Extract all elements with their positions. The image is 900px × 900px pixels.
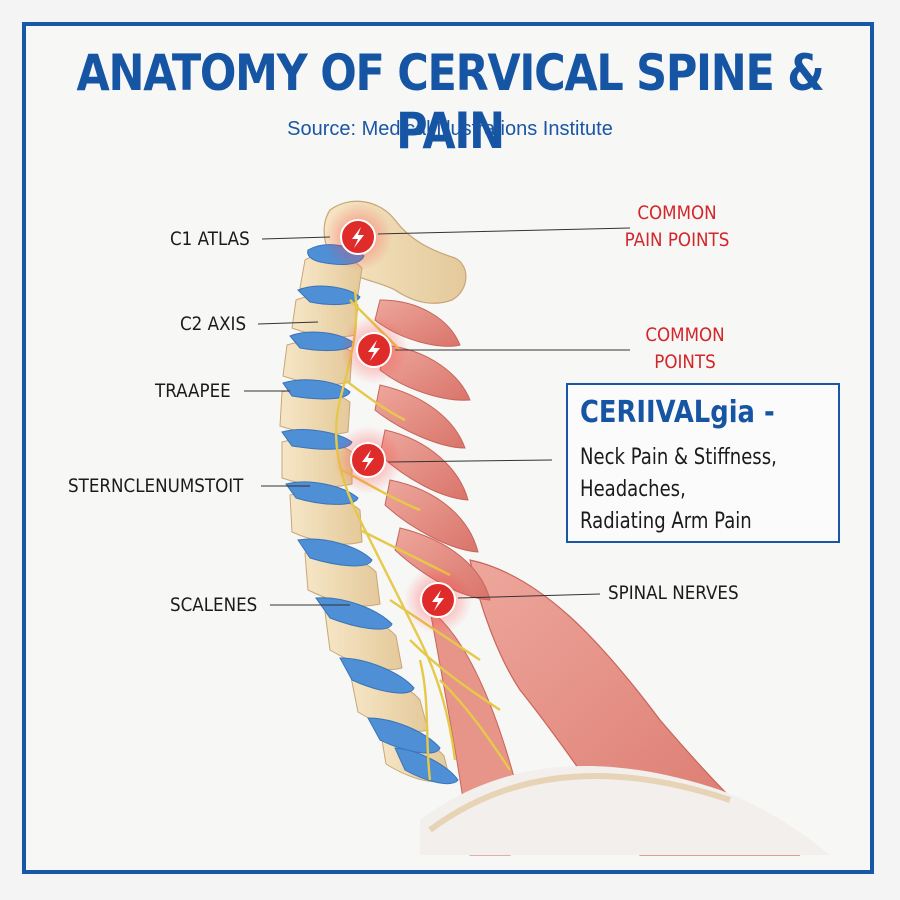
pain-marker (324, 203, 392, 271)
label-scalenes: SCALENES (170, 594, 258, 616)
pain-marker (334, 426, 402, 494)
callout-line: COMMON (637, 202, 717, 224)
pain-marker (404, 566, 472, 634)
callout-line: POINTS (654, 351, 716, 373)
label-sternclenumstoit: STERNCLENUMSTOIT (68, 475, 244, 497)
label-spinal-nerves: SPINAL NERVES (608, 582, 739, 604)
source-credit: Source: Medical Illustrations Institute (287, 118, 613, 140)
label-c2-axis: C2 AXIS (180, 313, 247, 335)
info-box-title: CERIIVALgia - (580, 395, 775, 430)
condition-info-box: CERIIVALgia - Neck Pain & Stiffness, Hea… (566, 383, 840, 543)
callout-line: COMMON (645, 324, 725, 346)
callout-pain-points-1: COMMON PAIN POINTS (620, 200, 734, 254)
symptom-line: Neck Pain & Stiffness, (580, 445, 777, 470)
label-traapee: TRAAPEE (155, 380, 231, 402)
collarbone (428, 773, 731, 833)
lightning-bolt-icon (362, 450, 374, 471)
lightning-bolt-icon (352, 227, 364, 248)
lightning-bolt-icon (368, 340, 380, 361)
lightning-bolt-icon (432, 590, 444, 611)
leader-lines (244, 227, 631, 606)
callout-pain-points-2: COMMON POINTS (637, 322, 734, 376)
symptom-line: Radiating Arm Pain (580, 509, 752, 534)
label-c1-atlas: C1 ATLAS (170, 228, 250, 250)
pain-marker (340, 316, 408, 384)
page-title: ANATOMY OF CERVICAL SPINE & PAIN (76, 44, 825, 160)
callout-line: PAIN POINTS (624, 229, 730, 251)
symptom-line: Headaches, (580, 477, 686, 502)
clavicle-shadow (420, 766, 830, 855)
